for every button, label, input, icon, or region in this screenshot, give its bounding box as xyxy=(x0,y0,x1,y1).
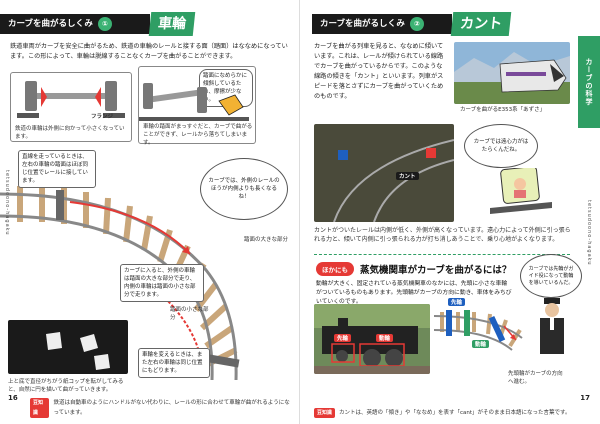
wheelset-illustration xyxy=(17,81,125,118)
right-side-text: tetsudoono-hagaku xyxy=(586,200,592,266)
left-intro: 鉄道車両がカーブを安全に曲がるため、鉄道の車輪のレールと接する面（踏面）はななめ… xyxy=(10,43,288,60)
right-title-num: ② xyxy=(409,17,424,31)
flat-wheel-illustration xyxy=(139,83,249,121)
train-photo xyxy=(454,42,570,104)
wheel-small-label: 踏面の小さな部分 xyxy=(170,307,209,321)
wheel-diagram-box: フランジ 鉄道の車輪は外側に向かって小さくなっています。 xyxy=(10,72,132,142)
left-title-bar: カーブを曲がるしくみ ① xyxy=(0,14,150,34)
photo-label-leading: 先輪 xyxy=(334,334,352,342)
section-tab-label: カーブの科学 xyxy=(585,58,593,106)
hoka-text: 動輪が大きく、固定されている蒸気機関車のなかには、先頭に小さな車輪がついているも… xyxy=(316,281,512,305)
cant-photo: カント xyxy=(314,124,454,222)
straight-callout: 直線を走っているときは、左右の車輪の踏面はほぼ同じ位置でレールに接しています。 xyxy=(18,150,96,188)
diagram-label-leading: 先輪 xyxy=(448,298,466,306)
steam-loco-photo: 先輪 動輪 xyxy=(314,304,430,374)
rail-length-bubble: カーブでは、外側のレールのほうが内側よりも長くなるね！ xyxy=(200,158,288,220)
hoka-badge: ほかにも xyxy=(316,262,354,276)
steam-loco-image xyxy=(314,304,430,374)
cup-caption: 上と底で直径がちがう紙コップを転がしてみると、自然に円を描いて曲がっていきます。 xyxy=(8,379,124,393)
cant-caption: カントがついたレールは内側が低く、外側が高くなっています。遠心力によって外側に引… xyxy=(314,227,571,243)
left-title-tag: 車輪 xyxy=(148,12,196,36)
left-footer: 豆知識 鉄道は自動車のようにハンドルがない代わりに、レールの形に合わせて車輪が曲… xyxy=(30,398,294,418)
left-footer-badge: 豆知識 xyxy=(30,398,50,418)
curve-callout: カーブに入ると、外側の車輪は踏面の大きな部分で走り、内側の車輪は踏面の小さな部分… xyxy=(120,264,204,302)
flange-label: フランジ xyxy=(91,114,114,120)
left-page-number: 16 xyxy=(8,394,18,402)
loco-track-diagram xyxy=(434,310,523,351)
right-intro: カーブを曲がる列車を見ると、ななめに傾いています。これは、レールが傾けられている… xyxy=(314,43,444,100)
tilted-car-illustration xyxy=(490,168,552,214)
right-title-tag: カント xyxy=(450,12,512,36)
tab-lines xyxy=(582,14,596,32)
paper-cup-image xyxy=(46,332,110,370)
right-footer-text: カントは、英語の「傾き」や「ななめ」を表す「cant」がそのまま日本語になった言… xyxy=(339,410,571,416)
diagram-label-driving: 動輪 xyxy=(472,340,490,348)
left-side-text: tetsudoono-hagaku xyxy=(4,170,10,236)
right-footer: 豆知識 カントは、英語の「傾き」や「ななめ」を表す「cant」がそのまま日本語に… xyxy=(314,408,578,418)
photo-label-driving: 動輪 xyxy=(376,334,394,342)
guide-speech: カーブでは先輪がガイド役になって動輪を導いているんだ。 xyxy=(520,254,582,298)
section-tab: カーブの科学 xyxy=(578,36,600,128)
cant-track-image xyxy=(333,139,454,222)
return-callout: 車輪を変えるときは、また左右の車輪は同じ位置にもどります。 xyxy=(138,348,210,378)
right-title-prefix: カーブを曲がるしくみ xyxy=(320,19,405,29)
train-image xyxy=(454,52,570,104)
flat-wheel-box: 踏面になめらかに傾斜しているため、摩擦が少ない。 車輪の踏面がまっすぐだと、カー… xyxy=(138,66,256,146)
left-title-num: ① xyxy=(97,17,112,31)
hoka-title: 蒸気機関車がカーブを曲がるには？ xyxy=(360,265,512,276)
wheel-box-caption: 鉄道の車輪は外側に向かって小さくなっています。 xyxy=(15,126,125,140)
right-page: カーブを曲がるしくみ ② カント カーブの科学 カーブを曲がる列車を見ると、なな… xyxy=(300,0,600,424)
train-caption: カーブを曲がるE353系「あずさ」 xyxy=(460,107,546,113)
cant-label: カント xyxy=(396,172,419,180)
diagram-caption: 先頭輪がカーブの方向へ進む。 xyxy=(508,371,563,385)
right-title-bar: カーブを曲がるしくみ ② xyxy=(312,14,452,34)
paper-cup-photo xyxy=(8,320,128,374)
flat-wheel-caption: 車輪の踏面がまっすぐだと、カーブで曲がることができず、レールから落ちてしまいます… xyxy=(143,124,253,146)
left-footer-text: 鉄道は自動車のようにハンドルがない代わりに、レールの形に合わせて車輪が曲がれるよ… xyxy=(53,400,290,416)
wheel-big-label: 踏面の大きな部分 xyxy=(244,237,289,243)
right-footer-badge: 豆知識 xyxy=(314,408,336,418)
right-page-number: 17 xyxy=(580,394,590,402)
conductor-illustration xyxy=(540,298,564,354)
left-page: カーブを曲がるしくみ ① 車輪 鉄道車両がカーブを安全に曲がるため、鉄道の車輪の… xyxy=(0,0,300,424)
left-title-prefix: カーブを曲がるしくみ xyxy=(8,19,93,29)
section-divider xyxy=(314,254,570,255)
centrifugal-bubble: カーブでは遠心力がはたらくんだね。 xyxy=(464,124,538,168)
